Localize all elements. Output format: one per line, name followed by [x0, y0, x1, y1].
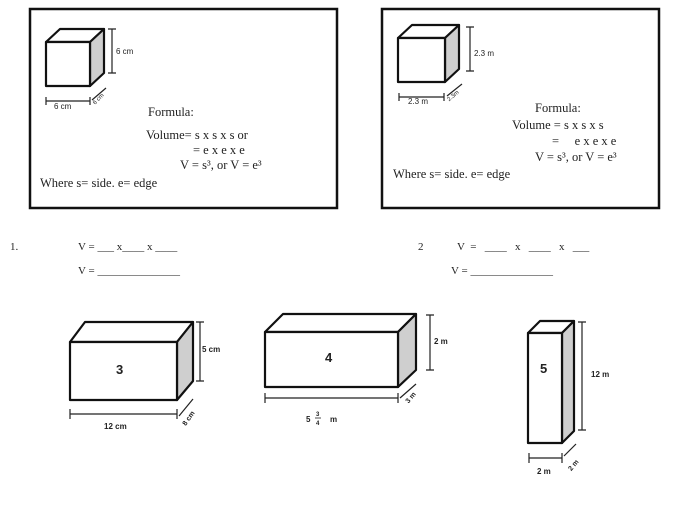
prism-4: [263, 312, 434, 403]
exercise-blank-line: V = ___ x____ x ____: [78, 241, 178, 253]
height-label: 2.3 m: [474, 49, 494, 58]
formula-line: Volume = s x s x s: [512, 118, 604, 132]
where-note: Where s= side. e= edge: [393, 167, 511, 181]
exercise-answer-line: V = _______________: [451, 265, 553, 277]
length-denominator: 4: [316, 421, 320, 427]
formula-title: Formula:: [535, 101, 581, 115]
width-label: 6 cm: [54, 102, 72, 111]
exercise-number: 1.: [10, 241, 19, 253]
depth-label: 2 m: [567, 459, 580, 473]
height-label: 2 m: [434, 337, 448, 346]
prism-number: 5: [540, 361, 547, 376]
exercise-number: 2: [418, 241, 424, 253]
prism-number: 3: [116, 362, 123, 377]
length-label-mixed-number: 5 3 4 m: [306, 412, 337, 427]
depth-label: 2.3m: [446, 90, 460, 103]
prism-number: 4: [325, 350, 333, 365]
width-label: 2.3 m: [408, 97, 428, 106]
formula-line: = e x e x e: [552, 134, 617, 148]
card-border: [28, 7, 339, 210]
formula-line: V = s³, or V = e³: [180, 158, 262, 172]
length-whole: 5: [306, 415, 311, 424]
prism-3: [68, 320, 204, 419]
depth-label: 8 cm: [182, 410, 197, 427]
length-numerator: 3: [316, 412, 320, 418]
example-card-2: 2.3 m 2.3 m 2.3m Formula: Volume = s x s…: [380, 7, 661, 210]
example-card-1: 6 cm 6 cm 6 cm Formula: Volume= s x s x …: [28, 7, 339, 210]
length-unit: m: [330, 415, 337, 424]
formula-title: Formula:: [148, 105, 194, 119]
depth-label: 6 cm: [92, 93, 105, 106]
card-border: [380, 7, 661, 210]
exercise-answer-line: V = _______________: [78, 265, 180, 277]
formula-line: = e x e x e: [193, 143, 245, 157]
depth-label: 3 m: [405, 391, 418, 405]
formula-line: Volume= s x s x s or: [146, 128, 249, 142]
where-note: Where s= side. e= edge: [40, 176, 158, 190]
exercise-blank-line: V = ____ x ____ x ___: [457, 241, 590, 253]
length-label: 12 cm: [104, 422, 127, 431]
cube-figure: [396, 23, 474, 101]
formula-line: V = s³, or V = e³: [535, 150, 617, 164]
height-label: 12 m: [591, 370, 609, 379]
length-label: 2 m: [537, 467, 551, 476]
cube-figure: [44, 27, 116, 105]
prism-5: [526, 319, 586, 463]
height-label: 6 cm: [116, 47, 134, 56]
height-label: 5 cm: [202, 345, 220, 354]
